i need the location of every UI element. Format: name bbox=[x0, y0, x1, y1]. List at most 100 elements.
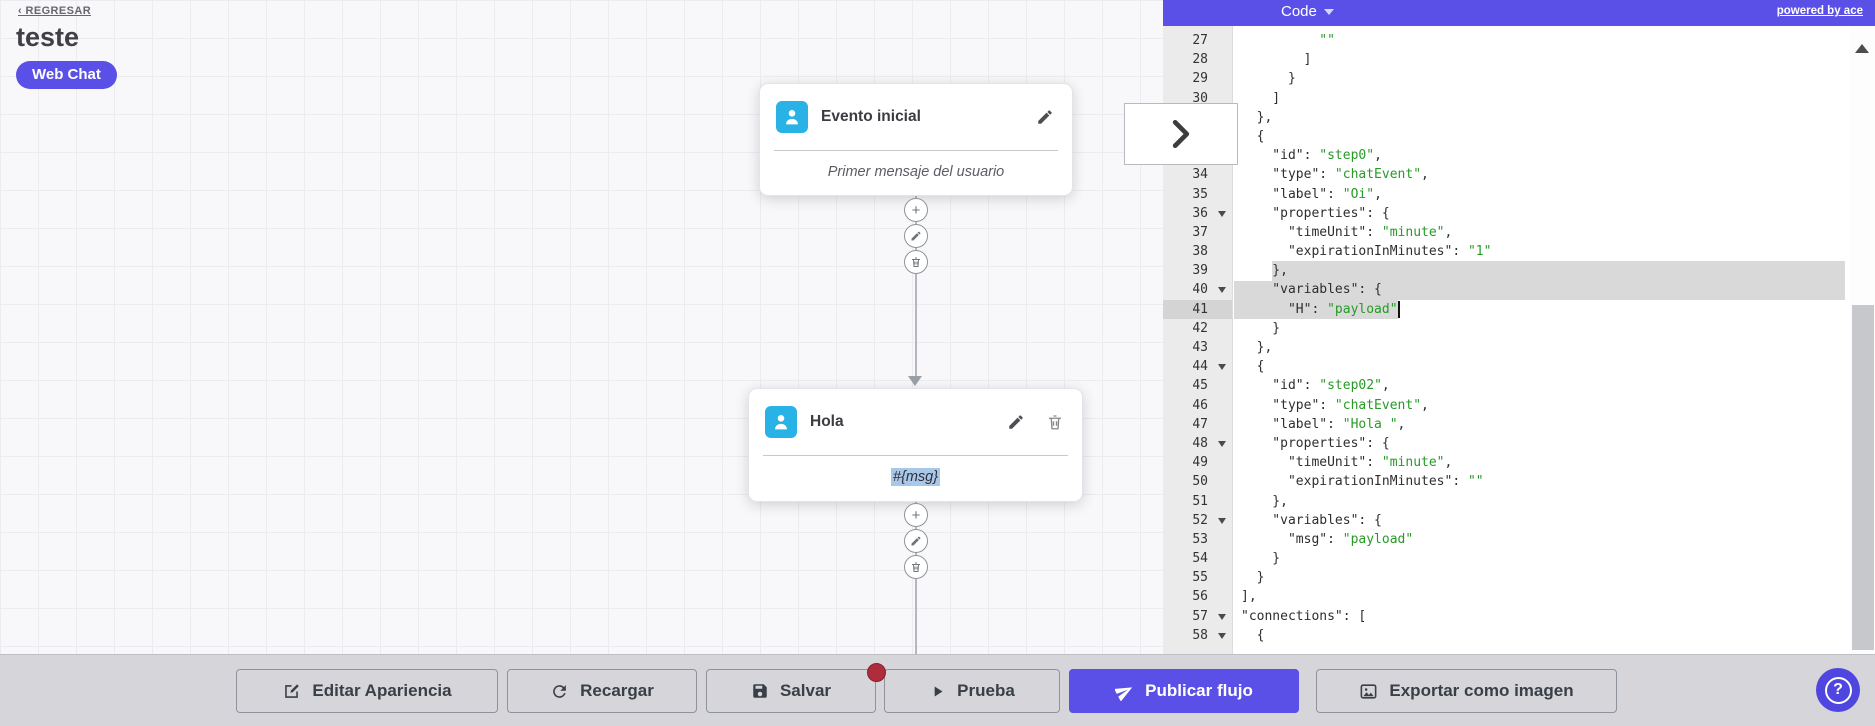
line-number: 44 bbox=[1163, 357, 1232, 376]
line-number: 55 bbox=[1192, 570, 1208, 586]
line-number: 42 bbox=[1192, 320, 1208, 336]
reload-button[interactable]: Recargar bbox=[507, 669, 697, 713]
code-line: }, bbox=[1241, 109, 1273, 125]
export-image-button[interactable]: Exportar como imagen bbox=[1316, 669, 1617, 713]
fold-marker-icon[interactable] bbox=[1218, 210, 1226, 217]
help-button[interactable]: ? bbox=[1816, 668, 1860, 712]
code-line: { bbox=[1241, 128, 1265, 144]
code-editor[interactable]: "" ] } ] }, { "id": "step0", "type": "ch… bbox=[1234, 26, 1850, 654]
edit-node-icon[interactable] bbox=[1036, 108, 1054, 126]
edit-step-button[interactable] bbox=[904, 529, 928, 553]
editor-mode-label: Code bbox=[1281, 3, 1317, 20]
line-number: 52 bbox=[1163, 511, 1232, 530]
editor-mode-dropdown[interactable]: Code bbox=[1281, 3, 1334, 20]
line-number: 53 bbox=[1192, 531, 1208, 547]
play-icon bbox=[934, 686, 943, 696]
editor-topbar: Code powered by ace bbox=[1163, 0, 1875, 26]
paper-plane-icon bbox=[1115, 686, 1133, 701]
code-line: "properties": { bbox=[1241, 205, 1390, 221]
pencil-icon bbox=[911, 231, 921, 241]
code-line: "H": "payload" bbox=[1241, 301, 1398, 317]
flow-canvas[interactable]: ‹ REGRESAR teste Web Chat Evento inicial… bbox=[0, 0, 1163, 654]
code-line: } bbox=[1241, 570, 1265, 586]
line-number: 28 bbox=[1192, 52, 1208, 68]
fold-marker-icon[interactable] bbox=[1218, 440, 1226, 447]
node-title: Hola bbox=[810, 413, 844, 430]
code-line: }, bbox=[1241, 263, 1288, 279]
trash-icon bbox=[912, 257, 920, 267]
edit-node-icon[interactable] bbox=[1007, 413, 1025, 431]
delete-step-button[interactable] bbox=[904, 250, 928, 274]
button-label: Prueba bbox=[957, 681, 1015, 700]
line-number: 50 bbox=[1192, 474, 1208, 490]
delete-step-button[interactable] bbox=[904, 555, 928, 579]
connector-line bbox=[915, 196, 917, 378]
powered-by-ace-link[interactable]: powered by ace bbox=[1776, 5, 1863, 17]
collapse-code-panel-button[interactable] bbox=[1124, 103, 1238, 165]
code-line: "variables": { bbox=[1241, 512, 1382, 528]
publish-flow-button[interactable]: Publicar flujo bbox=[1069, 669, 1299, 713]
line-number: 36 bbox=[1163, 204, 1232, 223]
node-evento-inicial[interactable]: Evento inicial Primer mensaje del usuari… bbox=[759, 83, 1073, 196]
code-line: "variables": { bbox=[1241, 282, 1382, 298]
delete-node-icon[interactable] bbox=[1046, 413, 1064, 431]
node-hola[interactable]: Hola #{msg} bbox=[748, 388, 1083, 502]
save-icon bbox=[753, 684, 767, 698]
selection-highlight bbox=[1272, 261, 1845, 281]
code-line: "label": "Oi", bbox=[1241, 186, 1382, 202]
edit-step-button[interactable] bbox=[904, 224, 928, 248]
code-line: "properties": { bbox=[1241, 435, 1390, 451]
line-number: 48 bbox=[1163, 434, 1232, 453]
code-line: ], bbox=[1241, 589, 1257, 605]
node-body-text: Primer mensaje del usuario bbox=[827, 164, 1005, 180]
fold-marker-icon[interactable] bbox=[1218, 632, 1226, 639]
plus-icon: + bbox=[911, 201, 921, 219]
save-button[interactable]: Salvar bbox=[706, 669, 876, 713]
edit-appearance-button[interactable]: Editar Apariencia bbox=[236, 669, 498, 713]
question-icon: ? bbox=[1824, 676, 1852, 704]
line-number: 27 bbox=[1192, 33, 1208, 48]
user-icon bbox=[765, 406, 797, 438]
selection-highlight bbox=[1234, 299, 1398, 319]
chevron-right-icon bbox=[1172, 120, 1190, 148]
code-line: "id": "step0", bbox=[1241, 148, 1382, 164]
pencil-icon bbox=[911, 536, 921, 546]
button-label: Recargar bbox=[580, 681, 654, 700]
code-line: "" bbox=[1319, 33, 1335, 48]
line-number: 37 bbox=[1192, 224, 1208, 240]
test-button[interactable]: Prueba bbox=[884, 669, 1060, 713]
fold-marker-icon[interactable] bbox=[1218, 517, 1226, 524]
add-step-button[interactable]: + bbox=[904, 198, 928, 222]
bottom-toolbar: Editar Apariencia Recargar Salvar Prueba… bbox=[0, 654, 1875, 726]
variable-token: #{msg} bbox=[890, 468, 941, 486]
scroll-up-icon[interactable] bbox=[1855, 44, 1869, 53]
divider bbox=[763, 455, 1068, 456]
line-number: 57 bbox=[1163, 607, 1232, 626]
line-number: 29 bbox=[1192, 71, 1208, 87]
button-label: Salvar bbox=[779, 681, 832, 700]
line-number: 30 bbox=[1192, 90, 1208, 106]
button-label: Editar Apariencia bbox=[312, 681, 452, 700]
code-line: "expirationInMinutes": "1" bbox=[1241, 244, 1492, 260]
channel-badge: Web Chat bbox=[16, 61, 117, 89]
fold-marker-icon[interactable] bbox=[1218, 613, 1226, 620]
line-number: 38 bbox=[1192, 244, 1208, 260]
code-line: "timeUnit": "minute", bbox=[1241, 455, 1453, 471]
line-number: 41 bbox=[1163, 299, 1232, 319]
editor-scrollbar[interactable] bbox=[1850, 26, 1875, 654]
fold-marker-icon[interactable] bbox=[1218, 287, 1226, 294]
code-line: } bbox=[1241, 551, 1281, 567]
code-line: }, bbox=[1241, 340, 1273, 355]
fold-marker-icon[interactable] bbox=[1218, 364, 1226, 371]
code-line: "type": "chatEvent", bbox=[1241, 397, 1429, 413]
line-number: 54 bbox=[1192, 551, 1208, 567]
back-link[interactable]: ‹ REGRESAR bbox=[18, 5, 92, 17]
flow-title: teste bbox=[16, 22, 80, 52]
code-line: { bbox=[1241, 627, 1265, 643]
user-icon bbox=[776, 101, 808, 133]
line-number: 40 bbox=[1163, 280, 1232, 299]
scrollbar-thumb[interactable] bbox=[1852, 305, 1874, 650]
add-step-button[interactable]: + bbox=[904, 503, 928, 527]
code-line: "label": "Hola ", bbox=[1241, 416, 1406, 432]
unsaved-changes-dot bbox=[867, 663, 886, 682]
